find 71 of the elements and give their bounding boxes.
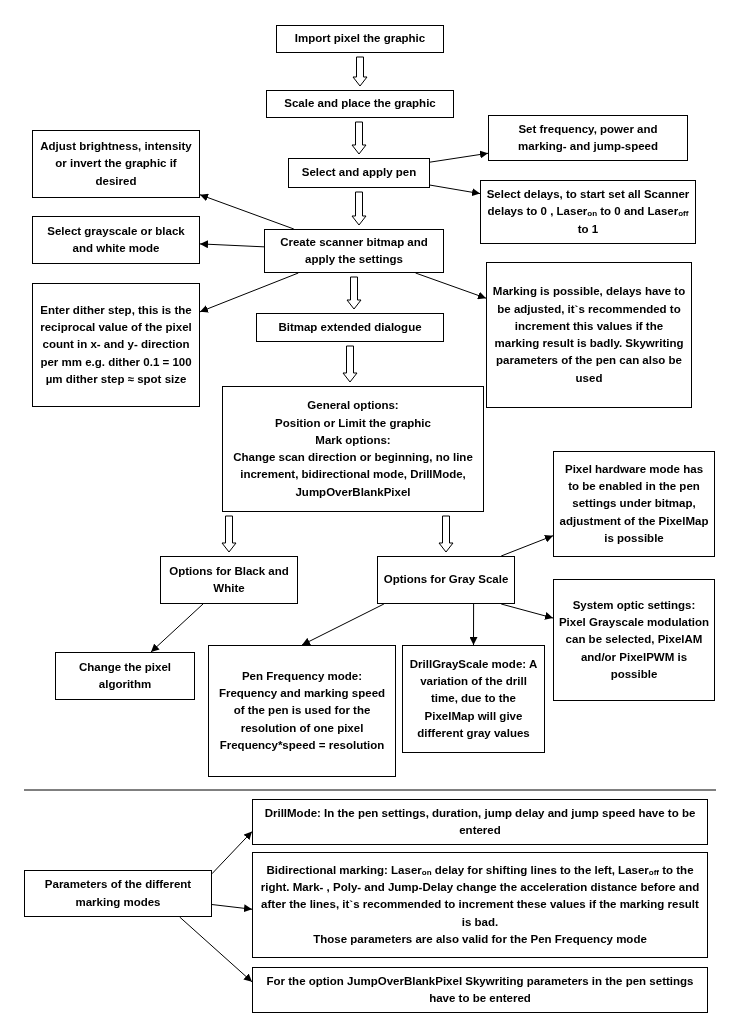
process-box bbox=[252, 799, 708, 845]
box-text: Pen Frequency mode: Frequency and marking speed of the pen is used for the resolution of one pixel Frequency*speed = resolution bbox=[217, 668, 387, 753]
hollow-arrow bbox=[351, 191, 367, 226]
arrow bbox=[199, 240, 265, 249]
process-box bbox=[32, 216, 200, 264]
process-box bbox=[32, 130, 200, 198]
arrow bbox=[199, 193, 295, 230]
process-box bbox=[252, 967, 708, 1013]
process-box bbox=[208, 645, 396, 777]
process-box bbox=[55, 652, 195, 700]
box-text: Scale and place the graphic bbox=[284, 96, 436, 112]
arrow bbox=[179, 916, 253, 983]
box-text: Set frequency, power and marking- and jump-speed bbox=[517, 121, 659, 154]
process-box bbox=[32, 283, 200, 407]
hollow-arrow bbox=[221, 515, 237, 553]
process-box bbox=[266, 90, 454, 118]
box-text: Change the pixel algorithm bbox=[78, 659, 172, 692]
process-box bbox=[276, 25, 444, 53]
box-text: For the option JumpOverBlankPixel Skywriting parameters in the pen settings have to be entered bbox=[265, 973, 695, 1006]
process-box bbox=[264, 229, 444, 273]
arrow bbox=[211, 831, 253, 875]
process-box bbox=[488, 115, 688, 161]
arrow bbox=[211, 904, 253, 913]
box-text: Enter dither step, this is the reciprocal value of the pixel count in x- and y- direction per mm e.g. dither 0.1 = 100 µm dither step ≈ spot size bbox=[39, 302, 193, 387]
process-box bbox=[402, 645, 545, 753]
process-box bbox=[480, 180, 696, 244]
arrow bbox=[500, 534, 554, 557]
hollow-arrow bbox=[342, 345, 358, 383]
process-box bbox=[252, 852, 708, 958]
process-box bbox=[222, 386, 484, 512]
box-text: General options: bbox=[307, 398, 399, 414]
box-text: Select delays, to start set all Scanner delays to 0 , Laser$_{on}$ to 0 and Laser$_{off}$ to 1 bbox=[485, 187, 691, 237]
arrow bbox=[301, 603, 385, 646]
box-text: DrillMode: In the pen settings, duration, jump delay and jump speed have to be entered bbox=[263, 805, 697, 838]
arrow bbox=[199, 272, 299, 313]
box-text: Parameters of the different marking modes bbox=[43, 877, 193, 910]
box-text: Those parameters are also valid for the Pen Frequency mode bbox=[313, 931, 647, 947]
process-box bbox=[160, 556, 298, 604]
arrow bbox=[415, 272, 487, 300]
box-text: Mark options: bbox=[315, 432, 391, 448]
hollow-arrow bbox=[438, 515, 454, 553]
box-text: Pixel hardware mode has to be enabled in the pen settings under bitmap, adjustment of the PixelMap is possible bbox=[558, 461, 710, 546]
box-text: Change scan direction or beginning, no line increment, bidirectional mode, DrillMode, JumpOverBlankPixel bbox=[232, 450, 474, 500]
process-box bbox=[24, 870, 212, 917]
box-text: Options for Gray Scale bbox=[383, 572, 509, 588]
box-text: System optic settings: Pixel Grayscale modulation can be selected, PixelAM and/or PixelPWM is possible bbox=[558, 597, 710, 682]
process-box bbox=[553, 579, 715, 701]
box-text: Options for Black and White bbox=[168, 563, 290, 596]
box-text: Adjust brightness, intensity or invert the graphic if desired bbox=[39, 139, 193, 189]
arrow bbox=[500, 603, 554, 620]
box-text: Position or Limit the graphic bbox=[275, 415, 431, 431]
process-box bbox=[486, 262, 692, 408]
arrow bbox=[429, 184, 481, 197]
hollow-arrow bbox=[352, 56, 368, 87]
box-text: Select and apply pen bbox=[301, 165, 417, 181]
process-box bbox=[377, 556, 515, 604]
hollow-arrow bbox=[346, 276, 362, 310]
box-text: Bidirectional marking: Laser$_{on}$ delay for shifting lines to the left, Laser$_{off}$ to the right. Mark- , Poly- and Jump-Delay change the acceleration distance before and after the lines, it`s recommended to increment these values if the marking result is bad. bbox=[259, 862, 701, 930]
arrow bbox=[429, 150, 489, 163]
process-box bbox=[553, 451, 715, 557]
process-box bbox=[256, 313, 444, 342]
box-text: Select grayscale or black and white mode bbox=[46, 223, 186, 256]
process-box bbox=[288, 158, 430, 188]
box-text: Marking is possible, delays have to be adjusted, it`s recommended to increment this values if the marking result is badly. Skywriting parameters of the pen can also be used bbox=[491, 284, 687, 386]
box-text: Import pixel the graphic bbox=[294, 31, 426, 47]
box-text: Create scanner bitmap and apply the settings bbox=[279, 234, 429, 267]
box-text: Bitmap extended dialogue bbox=[278, 319, 422, 335]
hollow-arrow bbox=[351, 121, 367, 155]
arrow bbox=[150, 603, 204, 653]
box-text: DrillGrayScale mode: A variation of the drill time, due to the PixelMap will give different gray values bbox=[408, 656, 539, 741]
arrow bbox=[469, 603, 478, 646]
